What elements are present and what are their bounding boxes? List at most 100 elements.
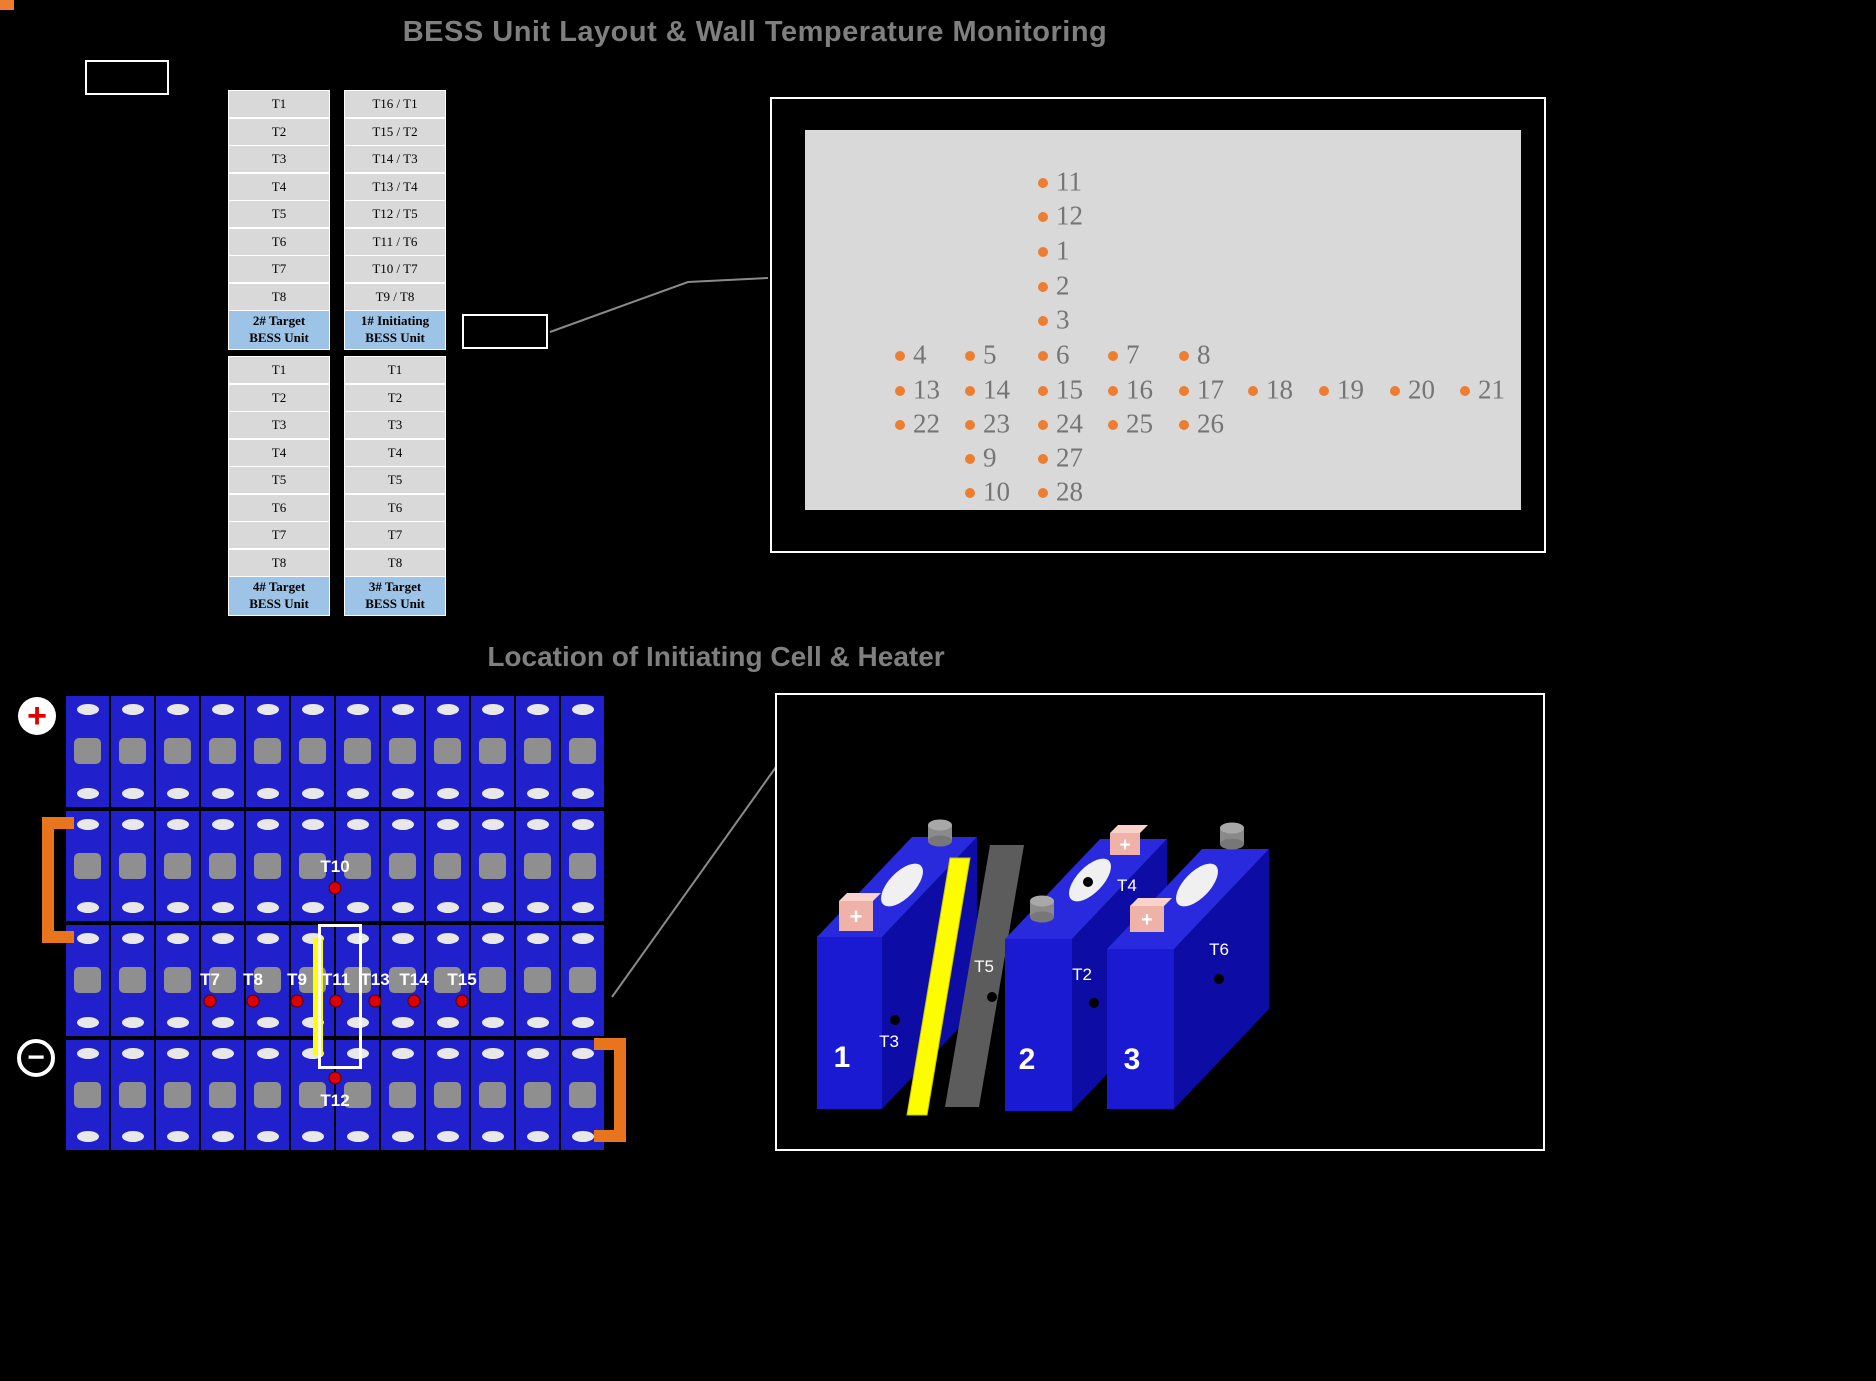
wall-point-dot xyxy=(1038,178,1048,188)
cell-detail-panel: + T3 1 T5 xyxy=(775,693,1545,1151)
wall-sensor-cell: T6 xyxy=(229,494,329,521)
battery-cell xyxy=(245,695,290,808)
cell-terminal xyxy=(121,933,144,944)
battery-cell xyxy=(155,695,200,808)
wall-point-dot xyxy=(1038,316,1048,326)
wall-point-dot xyxy=(1038,454,1048,464)
wall-point-dot xyxy=(1179,351,1189,361)
cell-terminal xyxy=(121,1047,144,1059)
wall-point-number: 9 xyxy=(983,442,997,473)
wall-point-number: 22 xyxy=(913,408,940,439)
battery-cell xyxy=(470,1038,515,1151)
cell-vent xyxy=(569,1081,596,1108)
wall-point-number: 11 xyxy=(1056,166,1082,197)
wall-point-dot xyxy=(1179,420,1189,430)
cell-terminal xyxy=(391,1047,414,1059)
cell-terminal xyxy=(301,787,324,799)
cell-vent xyxy=(299,1081,326,1108)
wall-sensor-cell: T4 xyxy=(229,439,329,466)
cell-vent xyxy=(524,1081,551,1108)
wall-point-number: 19 xyxy=(1337,374,1364,405)
battery-cell xyxy=(110,1038,155,1151)
cell-terminal xyxy=(256,1047,279,1059)
battery-cell xyxy=(335,809,380,922)
wall-point-number: 8 xyxy=(1197,339,1211,370)
cell-terminal xyxy=(391,933,414,944)
cell-terminal xyxy=(256,1016,279,1028)
cell-terminal xyxy=(526,1131,549,1142)
cell-terminal xyxy=(526,1047,549,1059)
cell-vent xyxy=(209,1081,236,1108)
vent-ellipse xyxy=(1176,863,1218,907)
cell-terminal xyxy=(166,902,189,913)
legend-box-pointer xyxy=(462,314,548,349)
cell-vent xyxy=(119,852,146,879)
wall-sensor-cell: T12 / T5 xyxy=(345,201,445,227)
battery-cell xyxy=(425,809,470,922)
plus-terminal-icon: + xyxy=(18,697,56,735)
wall-sensor-cell: T8 xyxy=(345,549,445,576)
cell-terminal xyxy=(76,818,99,830)
cell-vent xyxy=(164,1081,191,1108)
battery-cell xyxy=(515,809,560,922)
wall-point-number: 27 xyxy=(1056,442,1083,473)
cell-vent xyxy=(74,738,101,765)
cell-terminal xyxy=(481,818,504,830)
cell-terminal xyxy=(76,704,99,715)
wall-sensor-cell: T5 xyxy=(229,467,329,493)
cell-terminal xyxy=(436,787,459,799)
battery-cell xyxy=(380,695,425,808)
battery-cell xyxy=(515,924,560,1037)
cell-vent xyxy=(209,738,236,765)
cell-terminal xyxy=(436,902,459,913)
cell-terminal xyxy=(481,933,504,944)
t4-dot xyxy=(1083,877,1093,887)
cell-terminal xyxy=(391,1131,414,1142)
cell-terminal xyxy=(121,902,144,913)
cell-terminal xyxy=(571,1131,594,1142)
battery-cell xyxy=(335,1038,380,1151)
cell-terminal xyxy=(211,818,234,830)
cell-terminal xyxy=(526,933,549,944)
battery-cell xyxy=(155,1038,200,1151)
cell-vent xyxy=(524,967,551,994)
cell-terminal xyxy=(391,1016,414,1028)
battery-cell xyxy=(515,695,560,808)
wall-point-dot xyxy=(895,420,905,430)
cell-terminal xyxy=(256,818,279,830)
wall-point-dot xyxy=(1390,386,1400,396)
cell-terminal xyxy=(211,704,234,715)
cell-terminal xyxy=(76,1016,99,1028)
cell-terminal xyxy=(301,704,324,715)
wall-point-number: 28 xyxy=(1056,476,1083,507)
cell-vent xyxy=(119,738,146,765)
wall-sensor-cell: T9 / T8 xyxy=(345,283,445,310)
cell-terminal xyxy=(76,933,99,944)
cell-vent xyxy=(209,852,236,879)
cell-vent xyxy=(389,852,416,879)
battery-cell xyxy=(200,809,245,922)
cell-vent xyxy=(254,1081,281,1108)
wall-point-number: 5 xyxy=(983,339,997,370)
cell-vent xyxy=(434,738,461,765)
cell-terminal xyxy=(76,787,99,799)
t5-label: T5 xyxy=(974,957,994,976)
cell-vent xyxy=(569,967,596,994)
cell-terminal xyxy=(256,704,279,715)
cell-terminal xyxy=(526,1016,549,1028)
cell-terminal xyxy=(436,818,459,830)
cell-terminal xyxy=(526,902,549,913)
battery-cell xyxy=(200,924,245,1037)
wall-point-dot xyxy=(1179,386,1189,396)
cell-terminal xyxy=(481,787,504,799)
wall-point-dot xyxy=(965,351,975,361)
battery-cell xyxy=(65,1038,110,1151)
wall-point-number: 7 xyxy=(1126,339,1140,370)
wall-point-dot xyxy=(1038,247,1048,257)
cell-terminal xyxy=(211,1016,234,1028)
cell-terminal xyxy=(166,1131,189,1142)
battery-cell xyxy=(380,1038,425,1151)
